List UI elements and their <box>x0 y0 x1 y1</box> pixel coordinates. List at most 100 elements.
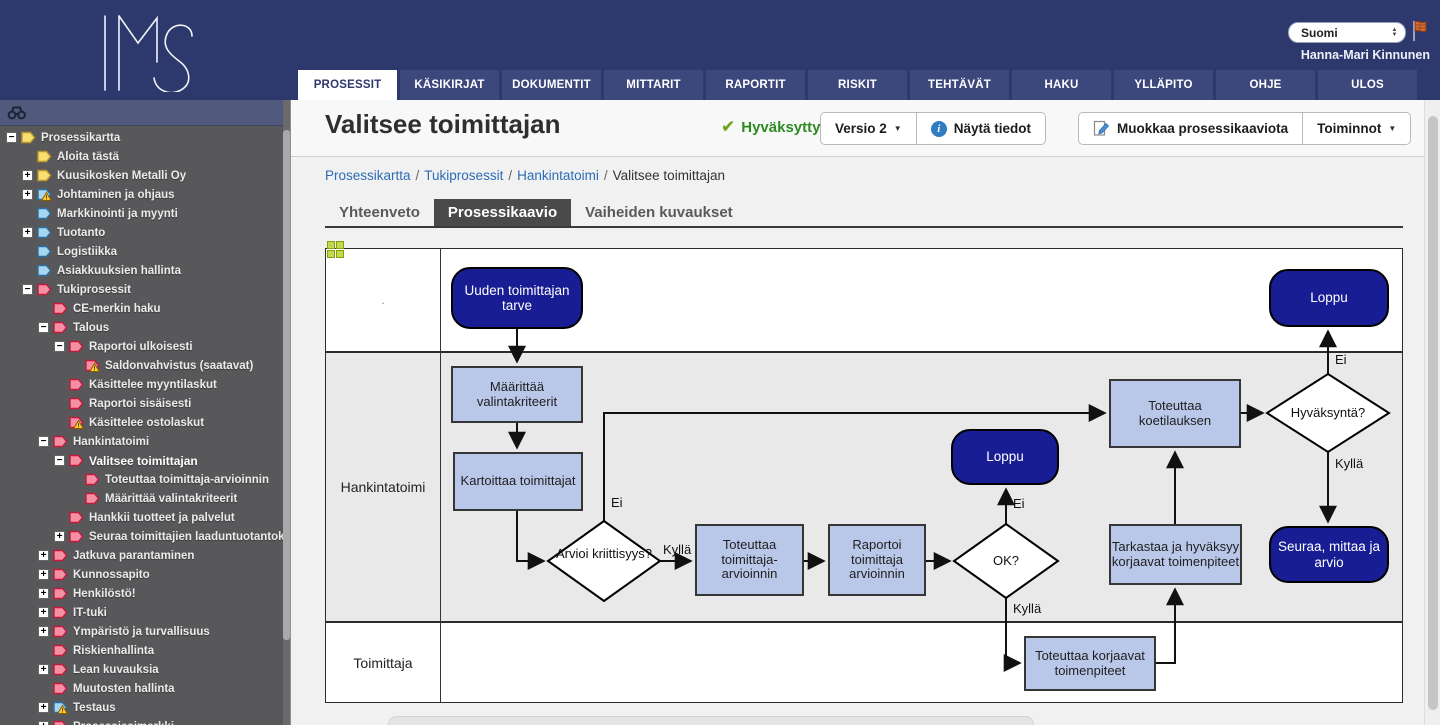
tree-item[interactable]: Logistiikka <box>0 242 283 261</box>
diagram-zoom-controls[interactable] <box>327 241 346 258</box>
sidebar-scrollbar-thumb[interactable] <box>283 130 290 640</box>
expand-icon[interactable]: + <box>38 550 49 561</box>
tree-item[interactable]: −Hankintatoimi <box>0 432 283 451</box>
tree-item[interactable]: Käsittelee myyntilaskut <box>0 375 283 394</box>
node-raportoi[interactable]: Raportoi toimittaja arvioinnin <box>828 524 926 596</box>
node-koetilaus[interactable]: Toteuttaa koetilauksen <box>1109 379 1241 448</box>
tree-item[interactable]: +Prosessiesimerkki <box>0 717 283 725</box>
tree-item[interactable]: Muutosten hallinta <box>0 679 283 698</box>
tree-item[interactable]: +Ympäristö ja turvallisuus <box>0 622 283 641</box>
expand-icon[interactable]: + <box>38 721 49 725</box>
breadcrumb-link[interactable]: Prosessikartta <box>325 168 411 183</box>
language-select[interactable]: Suomi ▲▼ <box>1288 22 1406 43</box>
node-toteuttaa-arvioinnin[interactable]: Toteuttaa toimittaja-arvioinnin <box>695 524 804 596</box>
node-start[interactable]: Uuden toimittajan tarve <box>451 267 583 329</box>
nav-tab-riskit[interactable]: RISKIT <box>808 70 907 100</box>
page-scrollbar[interactable] <box>1424 100 1440 725</box>
tree-item[interactable]: +Kunnossapito <box>0 565 283 584</box>
tree-item[interactable]: +Henkilöstö! <box>0 584 283 603</box>
edge-label-ei: Ei <box>1013 496 1025 511</box>
tree-item[interactable]: +Kuusikosken Metalli Oy <box>0 166 283 185</box>
actions-button[interactable]: Toiminnot▼ <box>1303 112 1412 145</box>
tree-item[interactable]: + Tuotanto <box>0 223 283 242</box>
node-seuraa[interactable]: Seuraa, mittaa ja arvio <box>1269 526 1389 583</box>
tree-item[interactable]: Määrittää valintakriteerit <box>0 489 283 508</box>
collapse-icon[interactable]: − <box>54 455 65 466</box>
tree-item[interactable]: +Lean kuvauksia <box>0 660 283 679</box>
tab-prosessikaavio[interactable]: Prosessikaavio <box>433 199 572 226</box>
sidebar-scrollbar[interactable] <box>283 100 290 725</box>
nav-tab-teht-v-t[interactable]: TEHTÄVÄT <box>910 70 1009 100</box>
language-select-value: Suomi <box>1301 25 1338 40</box>
node-kartoittaa[interactable]: Kartoittaa toimittajat <box>453 452 583 511</box>
binoculars-search-icon[interactable] <box>7 105 27 121</box>
tree-item[interactable]: CE-merkin haku <box>0 299 283 318</box>
nav-tab-dokumentit[interactable]: DOKUMENTIT <box>502 70 601 100</box>
tree-item[interactable]: −Valitsee toimittajan <box>0 451 283 470</box>
tree-item[interactable]: Aloita tästä <box>0 147 283 166</box>
node-maarittaa[interactable]: Määrittää valintakriteerit <box>451 366 583 423</box>
expand-icon[interactable]: + <box>38 626 49 637</box>
collapse-icon[interactable]: − <box>38 322 49 333</box>
tree-item[interactable]: −Talous <box>0 318 283 337</box>
collapse-icon[interactable]: − <box>38 436 49 447</box>
tree-item[interactable]: Raportoi sisäisesti <box>0 394 283 413</box>
breadcrumb-link[interactable]: Hankintatoimi <box>517 168 599 183</box>
collapse-icon[interactable]: − <box>6 132 17 143</box>
breadcrumb-link[interactable]: Tukiprosessit <box>424 168 504 183</box>
folder-icon <box>53 644 68 657</box>
process-diagram[interactable]: . Hankintatoimi Toimittaja <box>325 241 1403 703</box>
collapse-icon[interactable]: − <box>54 341 65 352</box>
flag-icon[interactable] <box>1411 20 1431 47</box>
expand-icon[interactable]: + <box>38 569 49 580</box>
tree-item[interactable]: −Raportoi ulkoisesti <box>0 337 283 356</box>
expand-icon[interactable]: + <box>38 607 49 618</box>
nav-tab-ulos[interactable]: ULOS <box>1318 70 1417 100</box>
nav-tab-yll-pito[interactable]: YLLÄPITO <box>1114 70 1213 100</box>
nav-tab-prosessit[interactable]: PROSESSIT <box>298 70 397 100</box>
tree-item[interactable]: −Prosessikartta <box>0 128 283 147</box>
page-title: Valitsee toimittajan <box>325 109 561 139</box>
tree-item-label: Tuotanto <box>57 226 106 239</box>
expand-icon[interactable]: + <box>54 531 65 542</box>
nav-tab-ohje[interactable]: OHJE <box>1216 70 1315 100</box>
tree-item[interactable]: +Testaus <box>0 698 283 717</box>
node-end-mid[interactable]: Loppu <box>951 429 1059 485</box>
tree-item[interactable]: +Jatkuva parantaminen <box>0 546 283 565</box>
expand-icon[interactable]: + <box>22 227 33 238</box>
tree-item[interactable]: +IT-tuki <box>0 603 283 622</box>
nav-tab-mittarit[interactable]: MITTARIT <box>604 70 703 100</box>
version-button[interactable]: Versio 2▼ <box>820 112 917 145</box>
page-scrollbar-thumb[interactable] <box>1428 116 1438 710</box>
tree-item[interactable]: Saldonvahvistus (saatavat) <box>0 356 283 375</box>
tab-vaiheiden-kuvaukset[interactable]: Vaiheiden kuvaukset <box>585 204 733 221</box>
tree-item[interactable]: Asiakkuuksien hallinta <box>0 261 283 280</box>
expand-icon[interactable]: + <box>38 702 49 713</box>
node-end-top[interactable]: Loppu <box>1269 269 1389 327</box>
expand-icon[interactable]: + <box>22 189 33 200</box>
tree-item[interactable]: −Tukiprosessit <box>0 280 283 299</box>
collapse-icon[interactable]: − <box>22 284 33 295</box>
expand-icon[interactable]: + <box>22 170 33 181</box>
nav-tab-haku[interactable]: HAKU <box>1012 70 1111 100</box>
edit-diagram-button[interactable]: Muokkaa prosessikaaviota <box>1078 112 1304 145</box>
tree-item[interactable]: +Seuraa toimittajien laaduntuotantok <box>0 527 285 546</box>
node-tarkastaa[interactable]: Tarkastaa ja hyväksyy korjaavat toimenpi… <box>1109 524 1242 585</box>
expand-icon[interactable]: + <box>38 664 49 675</box>
ims-logo[interactable] <box>92 10 207 97</box>
node-korjaavat[interactable]: Toteuttaa korjaavat toimenpiteet <box>1024 636 1156 691</box>
tree-item[interactable]: Hankkii tuotteet ja palvelut <box>0 508 283 527</box>
tree-item[interactable]: Markkinointi ja myynti <box>0 204 283 223</box>
expand-icon[interactable]: + <box>38 588 49 599</box>
tree-item[interactable]: Toteuttaa toimittaja-arvioinnin <box>0 470 283 489</box>
tree-item[interactable]: Käsittelee ostolaskut <box>0 413 283 432</box>
nav-tab-k-sikirjat[interactable]: KÄSIKIRJAT <box>400 70 499 100</box>
tree-item[interactable]: Riskienhallinta <box>0 641 283 660</box>
tree-item[interactable]: +Johtaminen ja ohjaus <box>0 185 283 204</box>
tab-yhteenveto[interactable]: Yhteenveto <box>339 204 420 221</box>
main-content: Prosessikartta/Tukiprosessit/Hankintatoi… <box>291 157 1424 725</box>
nav-tab-raportit[interactable]: RAPORTIT <box>706 70 805 100</box>
show-info-button[interactable]: i Näytä tiedot <box>916 112 1046 145</box>
